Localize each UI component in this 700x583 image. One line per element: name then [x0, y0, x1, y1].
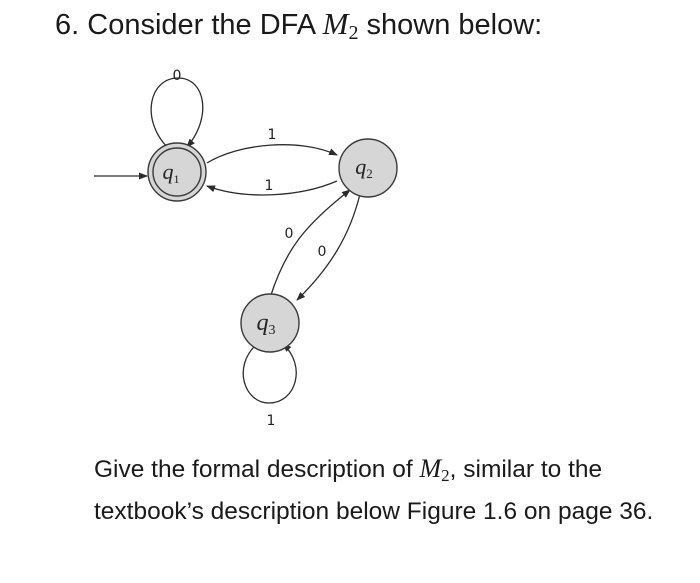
edge-q2-to-q3: [296, 193, 361, 301]
dfa-diagram: 0 1 1 0 0 1 q1 q2 q3: [94, 68, 398, 429]
state-q1-circle: [152, 147, 202, 197]
description-machine-letter: M: [419, 454, 442, 483]
edge-q1-loop: [150, 77, 204, 148]
description-text-before: Give the formal description of: [94, 456, 413, 483]
edge-label-q1-loop: 0: [173, 68, 182, 84]
question-text-before: Consider the DFA: [87, 9, 315, 41]
question-heading: 6. Consider the DFA M2 shown below:: [55, 4, 542, 45]
question-number: 6.: [55, 9, 80, 41]
edge-label-q2-to-q3: 0: [318, 244, 327, 260]
state-q3: q3: [240, 293, 300, 353]
state-q3-label: q3: [257, 310, 276, 338]
state-q1-label: q1: [163, 159, 180, 186]
edge-q3-to-q2: [269, 189, 351, 299]
edge-label-q2-to-q1: 1: [265, 178, 274, 194]
machine-letter: M: [322, 6, 349, 41]
edge-label-q3-to-q2: 0: [285, 226, 294, 242]
state-q3-circle: [240, 293, 300, 353]
description-machine-subscript: 2: [441, 466, 450, 485]
machine-name: M2: [322, 6, 359, 44]
description-text-after: , similar to the textbook’s description …: [94, 456, 654, 525]
state-q1: q1: [147, 142, 207, 202]
description-machine-name: M2: [419, 454, 450, 485]
state-q2-label: q2: [355, 154, 373, 181]
edge-label-q3-loop: 1: [267, 413, 276, 429]
question-text-after: shown below:: [366, 9, 543, 41]
formal-description-prompt: Give the formal description of M2, simil…: [94, 448, 674, 533]
state-q2: q2: [338, 138, 398, 198]
edge-q2-to-q1: [206, 180, 338, 196]
edge-q3-loop: [242, 343, 297, 404]
state-q2-circle: [338, 138, 398, 198]
edge-q1-to-q2: [206, 144, 338, 164]
edge-label-q1-to-q2: 1: [268, 127, 277, 143]
machine-subscript: 2: [348, 22, 359, 44]
